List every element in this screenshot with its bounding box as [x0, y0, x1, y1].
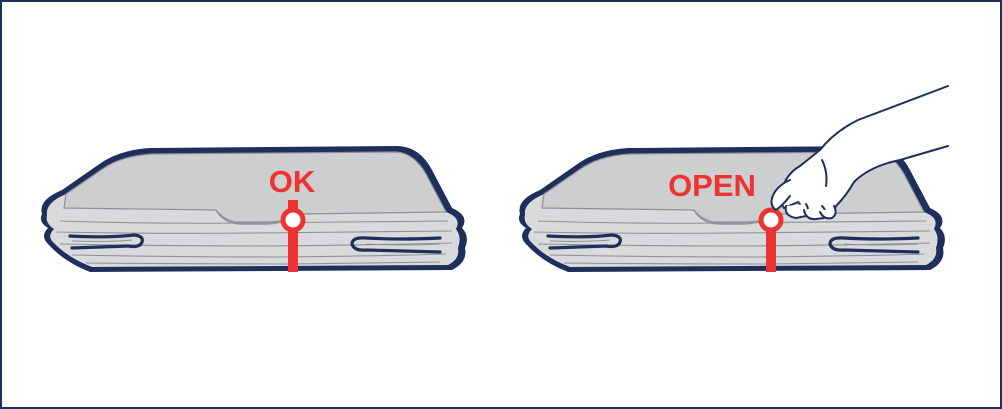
strap-closed: [280, 200, 306, 272]
panel-closed: OK: [39, 144, 469, 274]
strap-open: [758, 207, 784, 272]
label-ok: OK: [269, 164, 316, 199]
folded-bag-closed: [39, 144, 469, 274]
label-open: OPEN: [668, 168, 756, 203]
panel-open: OPEN: [517, 144, 947, 274]
hand-icon: [770, 85, 949, 221]
